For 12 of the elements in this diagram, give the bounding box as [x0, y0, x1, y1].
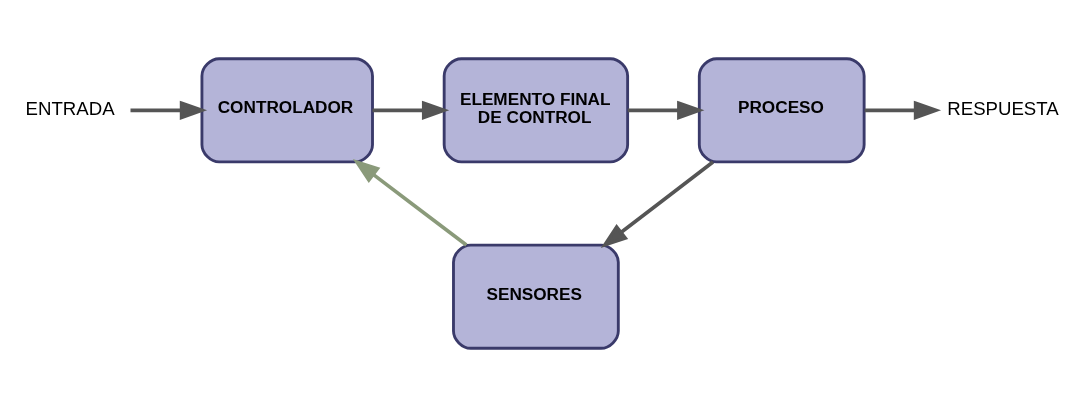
arrow: [352, 158, 468, 246]
arrow: [600, 160, 715, 248]
node-box: SENSORES: [452, 243, 620, 350]
node-text: RESPUESTA: [947, 97, 1059, 119]
node-box: CONTROLADOR: [200, 56, 374, 163]
node-box: ELEMENTO FINAL DE CONTROL: [442, 56, 630, 163]
arrow: [864, 100, 942, 120]
node-text: ENTRADA: [25, 97, 115, 119]
node-box: PROCESO: [697, 56, 866, 163]
arrow: [372, 100, 450, 120]
arrow: [627, 100, 705, 120]
arrow: [130, 100, 208, 120]
